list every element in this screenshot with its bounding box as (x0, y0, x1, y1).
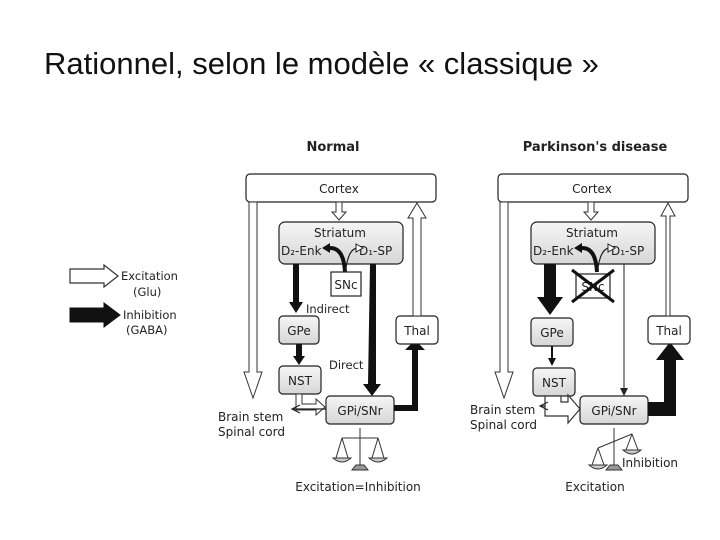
cortex-label: Cortex (572, 182, 612, 196)
gpe-nst-arrow (548, 346, 556, 366)
snc-cross-icon (571, 268, 615, 304)
inhibition-arrow-icon (69, 302, 121, 328)
spinalcord-label: Spinal cord (470, 418, 537, 432)
snc-d2-curve (329, 246, 347, 273)
panel-parkinson: Parkinson's disease Cortex Striatum D₂-E… (470, 140, 691, 494)
brainstem-label: Brain stem (218, 410, 283, 424)
gpe-nst-arrow (293, 344, 305, 365)
nst-label: NST (542, 376, 567, 390)
snc-d2-head (574, 243, 582, 253)
legend: Excitation (Glu) Inhibition (GABA) (69, 263, 178, 337)
snc-label: SNc (334, 278, 357, 292)
gpi-snr-label: GPi/SNr (337, 404, 382, 418)
gpi-thal-arrow (394, 340, 425, 411)
snc-d2-curve (581, 246, 599, 273)
striatum-box (530, 221, 656, 265)
cortex-striatum-arrow (582, 201, 600, 221)
striatum-gpe-arrow (289, 264, 303, 313)
gpi-brainstem-arrow (538, 401, 549, 411)
balance-scale-icon (331, 428, 389, 471)
footer-label: Excitation (565, 480, 624, 494)
gpe-label: GPe (287, 324, 311, 338)
excitation-arrow-icon (69, 263, 119, 289)
gpi-snr-label: GPi/SNr (591, 404, 636, 418)
thal-cortex-arrow (660, 201, 676, 317)
inhibition-label: Inhibition (622, 456, 678, 470)
cortex-label: Cortex (319, 182, 359, 196)
balance-scale-icon (587, 428, 643, 471)
legend-inhibition-sub: (GABA) (126, 323, 168, 337)
d2-label: D₂-Enk (533, 244, 574, 258)
spinalcord-label: Spinal cord (218, 425, 285, 439)
d2-label: D₂-Enk (281, 244, 322, 258)
panel-title: Parkinson's disease (523, 140, 668, 155)
legend-excitation-label: Excitation (121, 269, 178, 283)
thal-label: Thal (403, 324, 430, 338)
nst-gpi-arrow (295, 393, 326, 417)
indirect-label: Indirect (306, 302, 350, 316)
legend-excitation-sub: (Glu) (133, 285, 161, 299)
snc-d2-head (322, 243, 330, 253)
panel-normal: Normal Cortex Striatum D₂-Enk D₁-SP SNc … (218, 140, 439, 494)
direct-label: Direct (329, 358, 364, 372)
panel-title: Normal (307, 140, 360, 155)
striatum-gpi-direct-arrow (363, 264, 381, 396)
thal-cortex-arrow (407, 202, 427, 317)
gpe-label: GPe (540, 326, 564, 340)
cortex-brainstem-arrow (494, 201, 514, 400)
cortex-brainstem-arrow (243, 201, 263, 400)
d1-label: D₁-SP (611, 244, 644, 258)
gpi-brainstem-arrow (290, 404, 326, 414)
snc-d1-head (607, 243, 617, 253)
striatum-box (278, 221, 404, 265)
striatum-label: Striatum (566, 226, 618, 240)
brainstem-label: Brain stem (470, 403, 535, 417)
nst-gpi-arrow (544, 393, 581, 425)
snc-box (330, 271, 362, 297)
thal-label: Thal (655, 324, 682, 338)
legend-inhibition-label: Inhibition (123, 308, 177, 322)
gpi-thal-arrow (648, 342, 684, 416)
nst-label: NST (288, 374, 313, 388)
striatum-gpe-arrow (537, 264, 563, 315)
footer-label: Excitation=Inhibition (295, 480, 421, 494)
d1-label: D₁-SP (359, 244, 392, 258)
striatum-gpi-direct-head (620, 388, 628, 396)
cortex-striatum-arrow (330, 201, 348, 221)
striatum-label: Striatum (314, 226, 366, 240)
snc-d1-head (355, 243, 365, 253)
slide-title: Rationnel, selon le modèle « classique » (44, 46, 599, 81)
